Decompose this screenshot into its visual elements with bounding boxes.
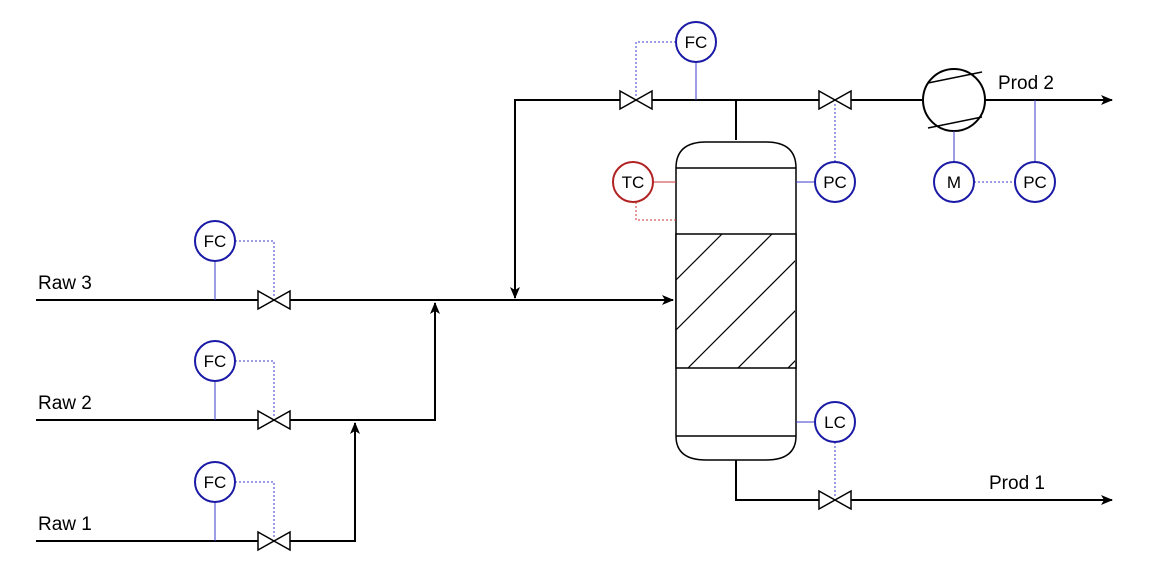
prod1-label: Prod 1	[989, 473, 1045, 494]
valve-raw2[interactable]	[257, 409, 291, 431]
fc-raw2-instrument[interactable]: FC	[194, 340, 236, 382]
lc-column-label: LC	[824, 413, 846, 432]
fc-raw2-label: FC	[204, 352, 227, 371]
fc-raw3-control-line	[235, 240, 275, 298]
compressor	[922, 68, 986, 132]
prod1-line	[735, 460, 1113, 505]
packing-hatch	[676, 234, 795, 368]
motor-label: M	[947, 173, 961, 192]
tc-control-line	[635, 202, 676, 221]
raw2-line	[36, 302, 440, 421]
raw3-label: Raw 3	[38, 273, 92, 294]
pc-column-label: PC	[823, 173, 847, 192]
fc-reflux-label: FC	[685, 33, 708, 52]
fc-reflux-control-line	[635, 41, 676, 98]
tc-column-label: TC	[622, 173, 645, 192]
valve-raw3[interactable]	[257, 289, 291, 311]
tc-column-instrument[interactable]: TC	[612, 161, 654, 203]
pc-compressor-instrument[interactable]: PC	[1014, 161, 1056, 203]
raw1-label: Raw 1	[38, 514, 92, 535]
pc-compressor-label: PC	[1023, 173, 1047, 192]
pc-column-instrument[interactable]: PC	[814, 161, 856, 203]
packed-bed	[675, 233, 797, 369]
motor-instrument[interactable]: M	[933, 161, 975, 203]
valve-reflux[interactable]	[619, 89, 653, 111]
prod2-label: Prod 2	[998, 73, 1054, 94]
valve-prod1[interactable]	[818, 489, 852, 511]
raw1-line	[36, 422, 360, 542]
fc-raw3-label: FC	[204, 232, 227, 251]
fc-raw2-control-line	[235, 360, 275, 418]
fc-raw1-instrument[interactable]: FC	[194, 461, 236, 503]
valve-overhead[interactable]	[818, 89, 852, 111]
fc-raw1-label: FC	[204, 473, 227, 492]
raw2-label: Raw 2	[38, 393, 92, 414]
fc-reflux-instrument[interactable]: FC	[675, 21, 717, 63]
fc-raw3-instrument[interactable]: FC	[194, 220, 236, 262]
valve-raw1[interactable]	[257, 530, 291, 552]
reflux-line	[510, 99, 736, 299]
fc-raw1-control-line	[235, 481, 275, 539]
lc-column-instrument[interactable]: LC	[814, 401, 856, 443]
